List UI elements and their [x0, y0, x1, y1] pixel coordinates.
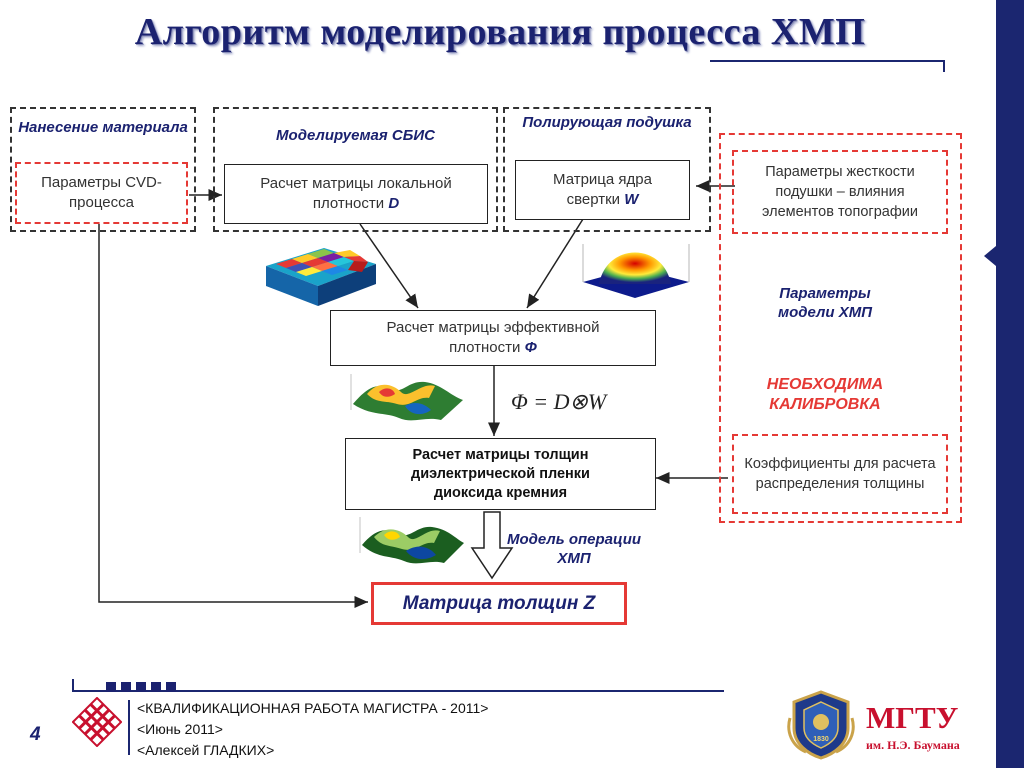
footer-line: [72, 690, 724, 692]
stiffness-params-text: Параметры жесткости подушки – влияния эл…: [762, 164, 918, 220]
footer-square: [136, 682, 146, 692]
title-underline: [710, 60, 945, 62]
pad-header: Полирующая подушка: [522, 114, 692, 131]
footer-date: <Июнь 2011>: [137, 721, 223, 737]
effective-density-surface-plot: [350, 374, 463, 421]
institute-logo-icon: [72, 697, 122, 747]
footer-square: [121, 682, 131, 692]
symbol-w: W: [624, 191, 639, 208]
material-header: Нанесение материала: [18, 119, 188, 136]
stiffness-params-box: Параметры жесткости подушки – влияния эл…: [732, 150, 948, 234]
emblem-year: 1830: [813, 736, 829, 743]
density-3d-bar-plot: [266, 248, 376, 306]
thickness-calc-label: Расчет матрицы толщин диэлектрической пл…: [411, 446, 590, 501]
group-material: [10, 107, 196, 232]
gaussian-kernel-plot: [582, 244, 690, 298]
cmp-params-panel: [719, 133, 962, 523]
symbol-d: D: [388, 195, 400, 212]
thickness-surface-plot: [359, 517, 464, 564]
coefficients-text: Коэффициенты для расчета распределения т…: [744, 456, 936, 492]
footer-square: [151, 682, 161, 692]
footer-author: <Алексей ГЛАДКИХ>: [137, 742, 275, 758]
symbol-phi: Φ: [524, 339, 537, 356]
title-underline-tick: [943, 60, 945, 72]
stripe-marker: [984, 246, 996, 266]
calibration-warning: НЕОБХОДИМА КАЛИБРОВКА: [766, 376, 884, 413]
cmp-model-label: Модель операции ХМП: [506, 531, 642, 567]
cvd-params-box: Параметры CVD-процесса: [15, 162, 188, 224]
university-subtitle: им. Н.Э. Баумана: [866, 738, 960, 752]
effective-density-box: Расчет матрицы эффективной плотности Φ: [330, 310, 656, 366]
footer-divider: [128, 700, 130, 755]
university-emblem: 1830: [786, 688, 856, 760]
coefficients-box: Коэффициенты для расчета распределения т…: [732, 434, 948, 514]
kernel-box: Матрица ядра свертки W: [515, 160, 690, 220]
group-pad: [503, 107, 711, 232]
group-vlsi: [213, 107, 498, 232]
model-params-label: Параметры модели ХМП: [777, 285, 872, 321]
local-density-label: Расчет матрицы локальной плотности D: [260, 175, 452, 212]
thickness-matrix-output: Матрица толщин Z: [371, 582, 627, 625]
convolution-formula: Φ = D⊗W: [511, 389, 607, 414]
kernel-label: Матрица ядра свертки W: [553, 171, 652, 208]
footer-thesis: <КВАЛИФИКАЦИОННАЯ РАБОТА МАГИСТРА - 2011…: [137, 700, 489, 716]
page-title: Алгоритм моделирования процесса ХМП: [134, 11, 866, 53]
local-density-box: Расчет матрицы локальной плотности D: [224, 164, 488, 224]
emblem-graphic: [787, 690, 855, 760]
cvd-params-text: Параметры CVD-процесса: [41, 174, 162, 211]
thickness-calc-box: Расчет матрицы толщин диэлектрической пл…: [345, 438, 656, 510]
effective-density-label: Расчет матрицы эффективной плотности Φ: [386, 319, 600, 356]
footer-square: [166, 682, 176, 692]
page-number: 4: [30, 724, 41, 745]
university-name: МГТУ: [866, 700, 959, 735]
vlsi-header: Моделируемая СБИС: [276, 127, 435, 144]
footer-square: [106, 682, 116, 692]
footer-tick: [72, 679, 74, 691]
right-stripe: [996, 0, 1024, 768]
